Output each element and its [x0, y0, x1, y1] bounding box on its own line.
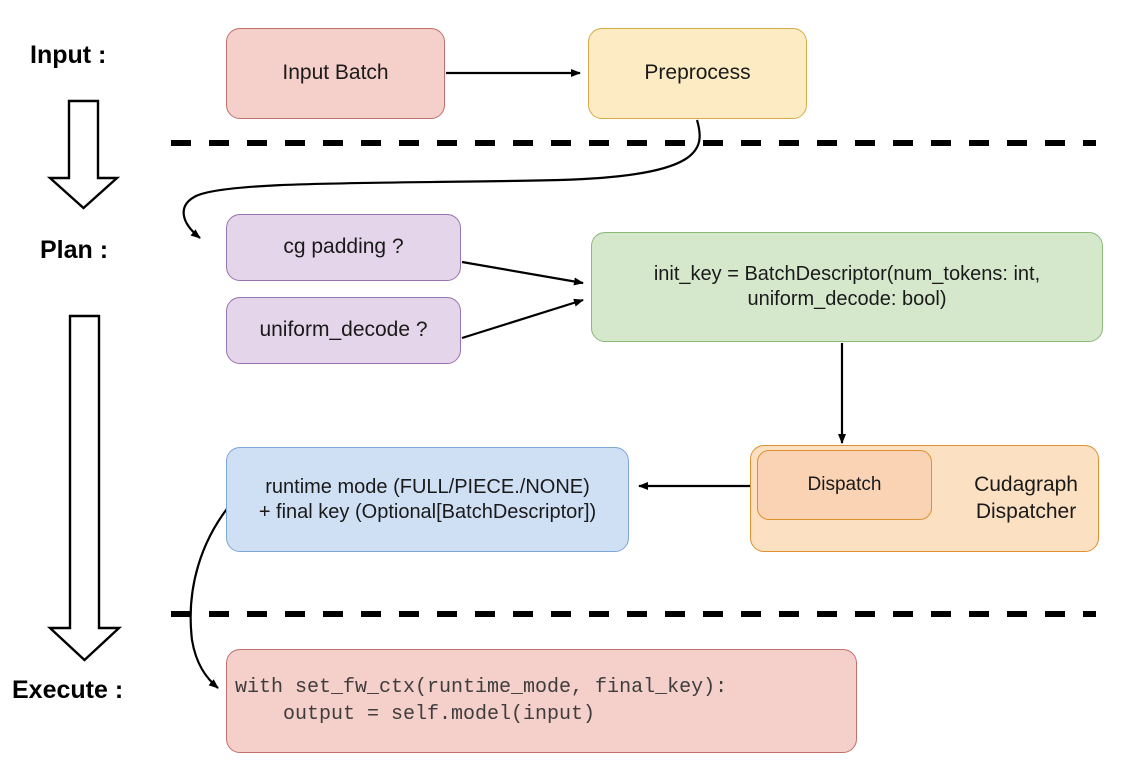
plan-to-execute-stage-arrow	[46, 314, 123, 662]
node-cg-padding-label: cg padding ?	[283, 235, 404, 259]
node-dispatch: Dispatch	[757, 450, 932, 520]
arrow-runtime-mode-to-code-block	[189, 499, 235, 689]
node-runtime-mode-label: runtime mode (FULL/PIECE./NONE) + final …	[258, 475, 597, 523]
node-input-batch-label: Input Batch	[282, 61, 389, 85]
input-to-plan-stage-arrow	[46, 99, 121, 210]
node-uniform-decode-label: uniform_decode ?	[259, 318, 428, 342]
stage-label-input: Input :	[30, 41, 107, 69]
arrow-preprocess-to-cg-padding	[182, 119, 701, 239]
node-cg-padding: cg padding ?	[226, 214, 461, 281]
stage-label-plan: Plan :	[40, 236, 109, 264]
node-code-block-label: with set_fw_ctx(runtime_mode, final_key)…	[235, 676, 728, 726]
node-input-batch: Input Batch	[226, 28, 445, 119]
node-cudagraph-dispatcher-label: Cudagraph Dispatcher	[974, 473, 1078, 523]
arrow-cg-padding-to-init-key	[461, 260, 584, 286]
node-uniform-decode: uniform_decode ?	[226, 297, 461, 364]
node-code-block: with set_fw_ctx(runtime_mode, final_key)…	[226, 649, 857, 753]
node-runtime-mode: runtime mode (FULL/PIECE./NONE) + final …	[226, 447, 629, 552]
node-preprocess: Preprocess	[588, 28, 807, 119]
node-init-key: init_key = BatchDescriptor(num_tokens: i…	[591, 232, 1103, 342]
node-init-key-label: init_key = BatchDescriptor(num_tokens: i…	[653, 263, 1041, 310]
stage-label-execute: Execute :	[12, 676, 124, 704]
node-preprocess-label: Preprocess	[644, 61, 751, 85]
arrow-uniform-decode-to-init-key	[461, 298, 584, 340]
node-dispatch-label: Dispatch	[807, 474, 882, 496]
